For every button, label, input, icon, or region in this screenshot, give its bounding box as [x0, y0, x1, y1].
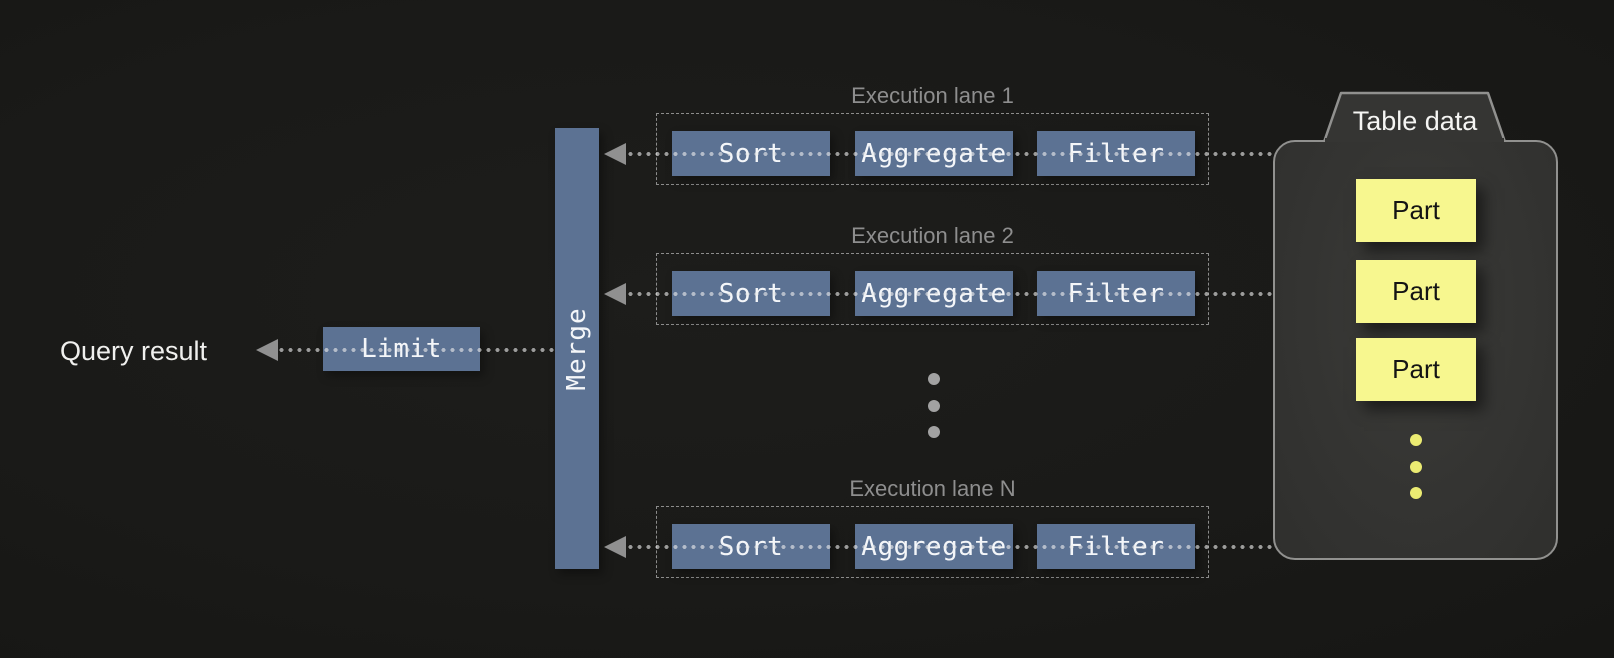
merge-operator-bar: Merge [555, 128, 599, 569]
merge-operator-label: Merge [562, 306, 592, 391]
table-data-tab-shape [1322, 91, 1507, 142]
lane-dashed-border [656, 506, 1209, 578]
lane-title: Execution lane 2 [851, 223, 1014, 248]
part-label: Part [1392, 354, 1440, 384]
execution-lane-n: Execution lane N Sort Aggregate Filter [604, 476, 1274, 586]
lanes-ellipsis-dot [928, 426, 940, 438]
lanes-ellipsis-dot [928, 400, 940, 412]
lanes-ellipsis-dot [928, 373, 940, 385]
arrow-left-icon [256, 339, 278, 361]
part-label: Part [1392, 195, 1440, 225]
part-label: Part [1392, 276, 1440, 306]
part-box: Part [1356, 338, 1476, 401]
dotted-connector [626, 152, 1273, 156]
dotted-connector [626, 292, 1273, 296]
lane-dashed-border [656, 113, 1209, 185]
parts-ellipsis-dot [1410, 461, 1422, 473]
lane-title: Execution lane 1 [851, 83, 1014, 108]
part-box: Part [1356, 179, 1476, 242]
dotted-connector [277, 348, 556, 352]
execution-lane-2: Execution lane 2 Sort Aggregate Filter [604, 223, 1274, 333]
arrow-left-icon [604, 283, 626, 305]
execution-lane-1: Execution lane 1 Sort Aggregate Filter [604, 83, 1274, 193]
query-result-label: Query result [60, 336, 208, 366]
lane-title: Execution lane N [849, 476, 1016, 501]
table-data-title: Table data [1352, 105, 1478, 136]
arrow-left-icon [604, 536, 626, 558]
parts-ellipsis-dot [1410, 434, 1422, 446]
lane-dashed-border [656, 253, 1209, 325]
dotted-connector [626, 545, 1273, 549]
parts-ellipsis-dot [1410, 487, 1422, 499]
part-box: Part [1356, 260, 1476, 323]
arrow-left-icon [604, 143, 626, 165]
